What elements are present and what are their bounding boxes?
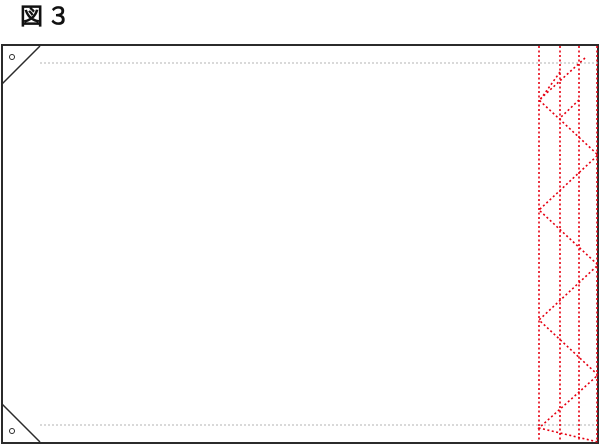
fold-lines-vertical xyxy=(538,46,598,442)
corner-bottom-left xyxy=(1,403,41,443)
zigzag-main xyxy=(537,57,600,443)
figure-label: 図３ xyxy=(20,4,74,30)
zigzag-tertiary xyxy=(559,99,580,119)
corner-top-left xyxy=(1,45,41,85)
zigzag-secondary xyxy=(539,71,561,101)
fold-lines-zigzag xyxy=(537,57,600,443)
corner-hole-top xyxy=(9,54,15,60)
corner-hole-bottom xyxy=(9,428,15,434)
sheet-border xyxy=(1,44,599,444)
